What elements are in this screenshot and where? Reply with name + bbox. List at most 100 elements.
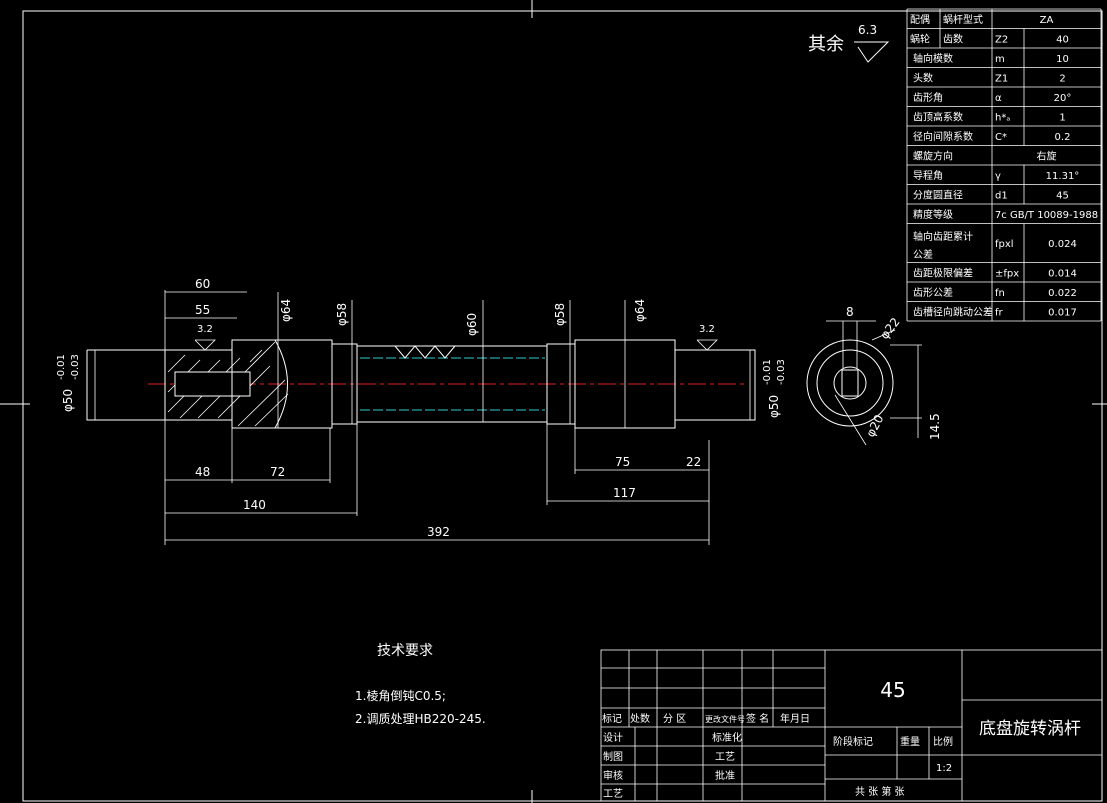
gear-row-symbol: α: [995, 93, 1002, 104]
part-name: 底盘旋转涡杆: [979, 719, 1081, 739]
dim-392: 392: [427, 525, 450, 539]
svg-text:共 张 第 张: 共 张 第 张: [855, 785, 905, 798]
center-bore: [174, 371, 251, 397]
dim-14-5: 14.5: [928, 413, 942, 440]
gear-row-value: 右旋: [1037, 149, 1057, 162]
svg-text:工艺: 工艺: [603, 788, 623, 800]
gear-row-value: 0.017: [1048, 307, 1077, 318]
gear-row-symbol: Z1: [995, 73, 1008, 84]
gear-row-value: 10: [1056, 54, 1069, 65]
dim-phi20: φ20: [863, 412, 886, 439]
dim-117: 117: [613, 486, 636, 500]
gear-row-name2: 齿数: [943, 32, 963, 45]
svg-text:标记: 标记: [602, 713, 622, 725]
gear-row-value: 0.014: [1048, 268, 1077, 279]
gear-row-symbol: fr: [995, 307, 1004, 318]
gear-row-value: 1: [1059, 112, 1065, 123]
svg-text:签 名: 签 名: [746, 712, 769, 725]
dim-phi22: φ22: [877, 315, 902, 342]
gear-row-name: 配偶: [910, 13, 930, 26]
svg-text:年月日: 年月日: [780, 712, 810, 725]
gear-row-name2: 公差: [913, 248, 933, 261]
roughness-symbol: [854, 41, 890, 63]
dim-72: 72: [270, 465, 285, 479]
tol-left-dn: -0.03: [70, 354, 81, 380]
gear-row-name: 导程角: [913, 170, 943, 182]
svg-text:处数: 处数: [630, 712, 650, 725]
gear-row-value: 45: [1056, 190, 1069, 201]
dim-55: 55: [195, 303, 210, 317]
gear-row-symbol: fpxl: [995, 239, 1014, 250]
gear-row-name: 齿距极限偏差: [913, 266, 973, 279]
surface-finish-label: 其余: [808, 34, 844, 55]
thread-teeth: [394, 345, 456, 359]
svg-text:比例: 比例: [933, 735, 953, 748]
dimension-lines: [94, 290, 751, 545]
svg-text:审核: 审核: [603, 769, 623, 782]
dim-60: 60: [195, 277, 210, 291]
title-block: [600, 649, 1103, 802]
gear-row-name: 齿槽径向跳动公差: [913, 305, 993, 318]
gear-row-value: 0.024: [1048, 239, 1077, 250]
gear-row-value: 40: [1056, 34, 1069, 45]
dim-140: 140: [243, 498, 266, 512]
dim-phi60: φ60: [465, 313, 479, 336]
gear-row-value: 0.022: [1048, 288, 1077, 299]
svg-text:更改文件号: 更改文件号: [705, 714, 745, 724]
gear-row-name: 头数: [913, 71, 933, 84]
svg-text:1:2: 1:2: [936, 763, 952, 774]
gear-row-value: 20°: [1054, 93, 1072, 104]
rough-right: 3.2: [699, 324, 715, 335]
dimension-labels: 60 55 48 72 140 392 75 22 117 3.2 3.2 φ6…: [56, 277, 787, 539]
svg-text:阶段标记: 阶段标记: [833, 735, 873, 748]
gear-row-symbol: d1: [995, 190, 1008, 201]
title-block-cols: 标记 处数 分 区 更改文件号 签 名 年月日 设计 制图 审核 工艺 标准化 …: [602, 712, 953, 800]
dim-48: 48: [195, 465, 210, 479]
svg-text:工艺: 工艺: [715, 751, 735, 763]
gear-row-name: 蜗轮: [910, 32, 930, 45]
gear-row-name: 精度等级: [913, 208, 953, 221]
tol-left-up: -0.01: [56, 354, 67, 380]
gear-row-symbol: m: [995, 54, 1005, 65]
gear-row-name2: 蜗杆型式: [943, 13, 983, 26]
gear-row-symbol: C*: [995, 132, 1007, 143]
gear-row-value: 7c GB/T 10089-1988: [995, 210, 1098, 221]
gear-row-symbol: h*ₐ: [995, 112, 1010, 123]
dim-8: 8: [846, 305, 854, 319]
gear-row-value: ZA: [1040, 15, 1054, 26]
shaft-left-end: [86, 349, 166, 421]
gear-row-name: 轴向齿距累计: [913, 230, 973, 243]
tech-req-item-1: 1.棱角倒钝C0.5;: [355, 688, 446, 703]
tol-right-dn: -0.03: [776, 359, 787, 385]
end-outer-circle: [806, 339, 894, 427]
shaft-view: [86, 339, 756, 429]
gear-row-name: 齿形角: [913, 92, 943, 104]
dim-phi58-right: φ58: [553, 303, 567, 326]
svg-text:设计: 设计: [603, 731, 623, 744]
rough-left: 3.2: [197, 324, 213, 335]
gear-row-name: 齿形公差: [913, 286, 953, 299]
svg-text:标准化: 标准化: [712, 731, 742, 744]
dim-phi50-right: φ50: [767, 395, 781, 418]
dim-phi64-right: φ64: [633, 299, 647, 322]
drawing-border: [22, 10, 1103, 802]
end-keyway: [841, 369, 859, 397]
surface-finish-value: 6.3: [858, 23, 877, 37]
gear-row-value: 2: [1059, 73, 1065, 84]
gear-row-symbol: ±fpx: [995, 268, 1019, 279]
dim-phi58-left: φ58: [335, 303, 349, 326]
tech-req-item-2: 2.调质处理HB220-245.: [355, 712, 486, 726]
end-inner-circle: [833, 366, 867, 400]
material-label: 45: [880, 678, 905, 702]
end-mid-circle: [816, 349, 884, 417]
dim-75: 75: [615, 455, 630, 469]
end-view: 8 14.5 φ22 φ20: [806, 305, 942, 446]
svg-text:分 区: 分 区: [663, 713, 686, 725]
gear-row-symbol: fn: [995, 288, 1005, 299]
tech-req-title: 技术要求: [377, 643, 433, 659]
gear-row-value: 11.31°: [1046, 171, 1080, 182]
svg-text:重量: 重量: [900, 735, 920, 748]
gear-row-name: 齿顶高系数: [913, 110, 963, 123]
tol-right-up: -0.01: [762, 359, 773, 385]
